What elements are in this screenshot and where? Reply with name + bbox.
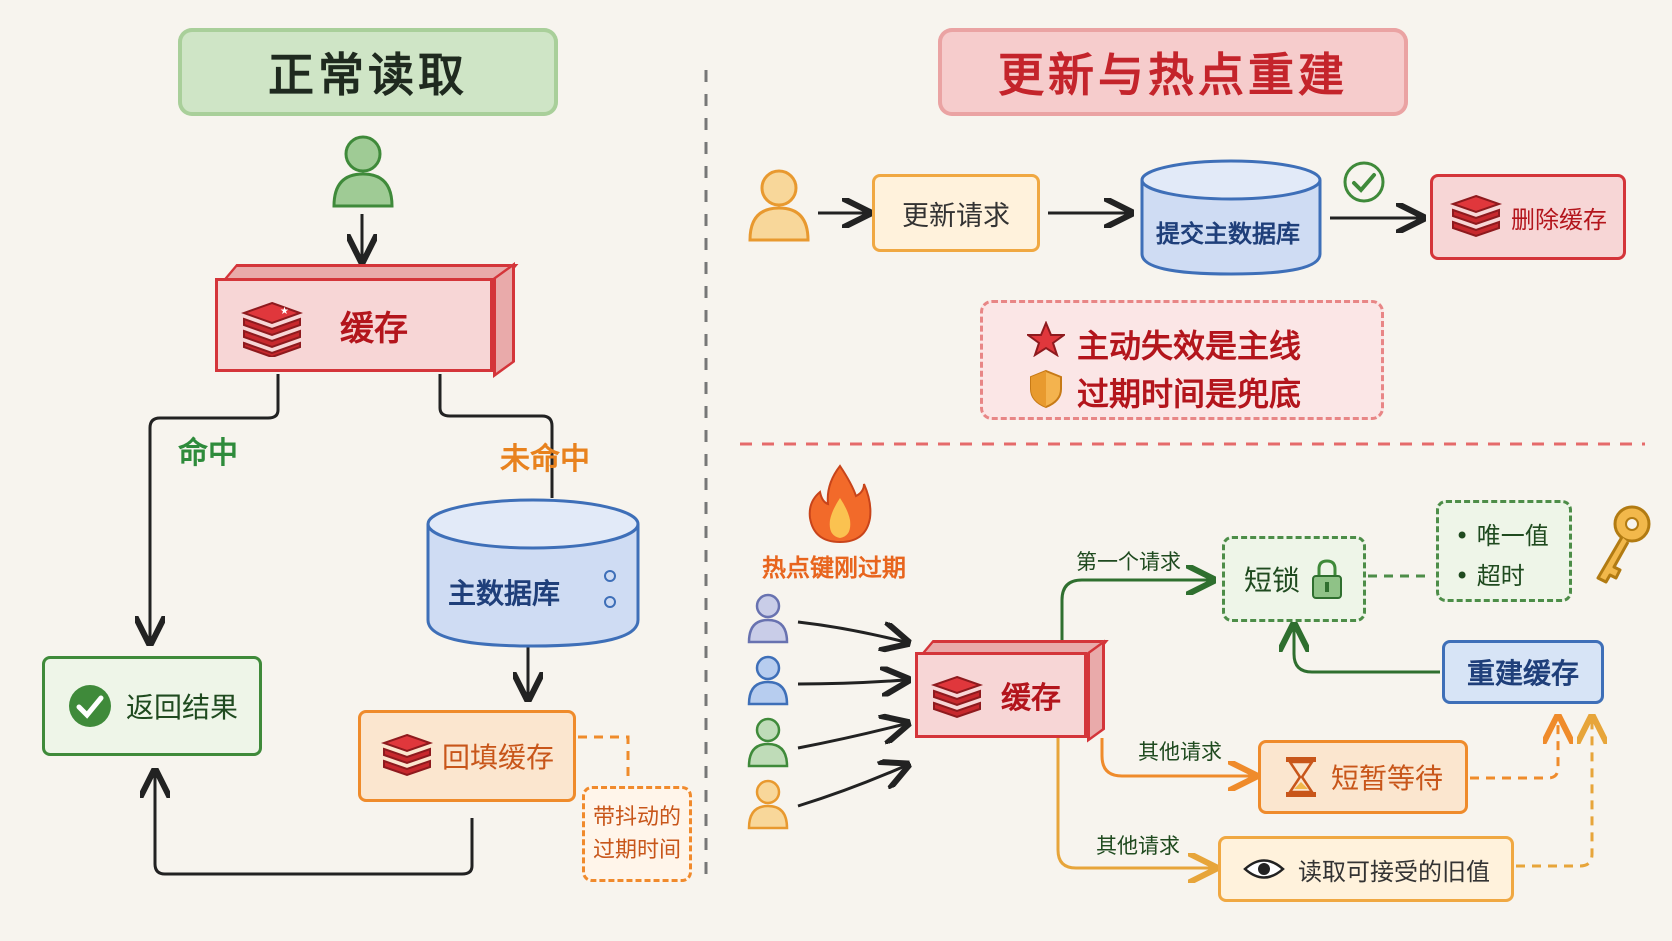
return-result-box: 返回结果 [42,656,262,756]
cache-box: ★ 缓存 [215,278,493,372]
miss-label: 未命中 [500,442,590,477]
user-icon [747,779,789,830]
jitter-expiry-note: 带抖动的 过期时间 [582,786,692,882]
arrow-other-request-1 [1100,738,1252,776]
lock-prop-unique: • 唯一值 [1455,522,1549,550]
jitter-note-line2: 过期时间 [592,838,681,863]
user-icon [747,655,789,706]
arrow-miss-path [438,374,554,498]
read-stale-label: 读取可接受的旧值 [1298,857,1490,886]
cache-stack-icon [1449,194,1503,238]
arrow-user1 [797,620,905,642]
arrow-other-request-2 [1056,738,1212,868]
main-db-label: 主数据库 [448,577,561,610]
hot-key-label: 热点键刚过期 [762,554,906,582]
arrow-backfill-to-result [155,774,474,876]
short-lock-box: 短锁 [1222,536,1366,622]
hit-label: 命中 [178,436,238,471]
arrow-stale-to-rebuild [1516,720,1592,868]
arrow-user2 [797,680,905,684]
short-lock-label: 短锁 [1243,564,1300,597]
user-icon [747,717,789,768]
check-circle-icon [1343,161,1385,203]
main-db-cylinder [426,498,640,648]
hot-cache-label: 缓存 [1001,681,1061,716]
first-request-label: 第一个请求 [1076,550,1181,574]
title-update-rebuild: 更新与热点重建 [938,28,1408,116]
other-request-label-1: 其他请求 [1138,740,1222,764]
user-icon [332,135,394,208]
arrow-wait-to-rebuild [1470,720,1558,780]
check-circle-icon [68,685,111,727]
cache-3d-side [493,262,515,378]
lock-prop-timeout: • 超时 [1455,561,1525,590]
principles-box: 主动失效是主线 过期时间是兜底 [980,300,1384,420]
svg-text:★: ★ [280,306,289,317]
cache-label: 缓存 [340,308,408,349]
star-icon [1027,321,1065,357]
commit-db-label: 提交主数据库 [1156,220,1300,248]
flame-icon [808,464,872,544]
backfill-cache-label: 回填缓存 [441,741,554,774]
hot-cache-box: 缓存 [915,652,1087,738]
shield-icon [1030,369,1062,409]
backfill-cache-box: 回填缓存 [358,710,576,802]
cache-stack-icon: ★ [241,301,303,357]
principle-2: 过期时间是兜底 [1077,375,1302,413]
key-icon [1596,505,1651,584]
title-normal-read: 正常读取 [178,28,558,116]
other-request-label-2: 其他请求 [1096,834,1180,858]
hourglass-icon [1285,757,1316,797]
lock-properties-box: • 唯一值 • 超时 [1436,500,1572,602]
cache-3d-side [1087,639,1105,743]
arrow-user3 [797,724,905,750]
user-icon [747,593,789,644]
return-result-label: 返回结果 [125,691,238,724]
user-icon [748,169,810,242]
principle-1: 主动失效是主线 [1077,327,1302,365]
rebuild-cache-box: 重建缓存 [1442,640,1604,704]
read-stale-box: 读取可接受的旧值 [1218,836,1514,902]
update-request-box: 更新请求 [872,174,1040,252]
commit-db-cylinder [1140,159,1322,276]
delete-cache-label: 删除缓存 [1511,205,1607,234]
cache-stack-icon [380,733,434,777]
arrow-rebuild-to-lock [1294,628,1440,674]
brief-wait-box: 短暂等待 [1258,740,1468,814]
delete-cache-box: 删除缓存 [1430,174,1626,260]
cache-stack-icon [930,675,984,719]
arrow-hit-path [150,374,280,640]
lock-icon [1312,559,1342,599]
arrow-user4 [797,766,905,808]
jitter-note-line1: 带抖动的 [592,805,681,830]
arrow-backfill-to-note [578,735,630,782]
arrow-first-request [1060,580,1210,650]
eye-icon [1243,859,1285,879]
brief-wait-label: 短暂等待 [1330,762,1443,795]
